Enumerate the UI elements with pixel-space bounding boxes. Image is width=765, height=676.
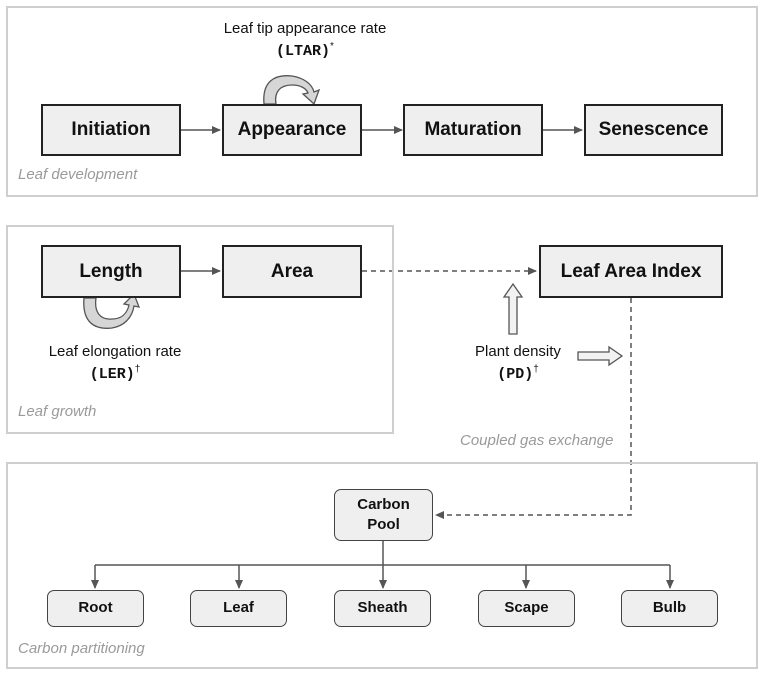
node-maturation: Maturation (403, 104, 543, 156)
ltar-loop-arrow (263, 75, 321, 106)
pd-abbr: (PD) (497, 365, 534, 383)
pd-mark: † (533, 363, 539, 375)
node-length: Length (41, 245, 181, 298)
carbon-partitioning-label: Carbon partitioning (18, 640, 145, 657)
sink-sheath: Sheath (334, 590, 431, 627)
pd-label: Plant density (475, 343, 561, 360)
sink-scape: Scape (478, 590, 575, 627)
pd-up-arrow (502, 282, 524, 335)
ltar-abbr: (LTAR) (276, 42, 331, 60)
ler-note: Leaf elongation rate (LER)† (20, 341, 210, 386)
node-leaf-area-index: Leaf Area Index (539, 245, 723, 298)
ler-abbr: (LER) (89, 365, 135, 383)
ler-label: Leaf elongation rate (48, 343, 182, 360)
ltar-mark: * (330, 40, 334, 52)
dashed-arrow-lai-pool (435, 298, 632, 519)
leaf-development-panel: Leaf development (6, 6, 758, 197)
ltar-label: Leaf tip appearance rate (223, 20, 387, 37)
node-appearance: Appearance (222, 104, 362, 156)
leaf-growth-panel: Leaf growth (6, 225, 394, 434)
node-area: Area (222, 245, 362, 298)
node-senescence: Senescence (584, 104, 723, 156)
carbon-partitioning-panel: Carbon partitioning (6, 462, 758, 669)
ltar-note: Leaf tip appearance rate (LTAR)* (180, 18, 430, 63)
sink-leaf: Leaf (190, 590, 287, 627)
ler-mark: † (134, 363, 141, 375)
node-carbon-pool: Carbon Pool (334, 489, 433, 541)
node-initiation: Initiation (41, 104, 181, 156)
leaf-development-label: Leaf development (18, 166, 138, 183)
pd-note: Plant density (PD)† (458, 341, 578, 386)
pd-right-arrow (577, 345, 624, 367)
leaf-growth-label: Leaf growth (18, 403, 97, 420)
ler-loop-arrow (83, 292, 141, 329)
tree-branches (91, 565, 674, 589)
sink-root: Root (47, 590, 144, 627)
sink-bulb: Bulb (621, 590, 718, 627)
coupled-gas-exchange-label: Coupled gas exchange (460, 432, 614, 449)
